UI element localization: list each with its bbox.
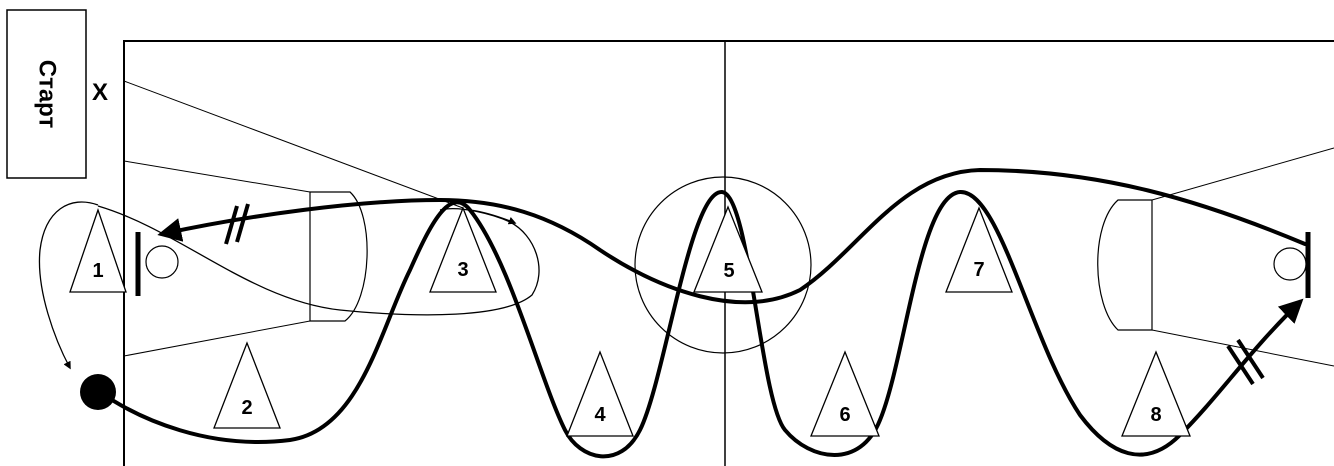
pass-mark-right-1 <box>1226 344 1255 386</box>
cone-3-label: 3 <box>457 259 468 281</box>
cone-6: 6 <box>810 350 880 437</box>
diagonal-line-mid <box>123 160 311 193</box>
cone-2-label: 2 <box>241 397 252 419</box>
pass-mark-left-2 <box>235 203 250 243</box>
thin-route-cone-1 <box>38 201 99 370</box>
pass-mark-right-2 <box>1236 338 1265 380</box>
cone-4: 4 <box>566 350 634 437</box>
center-circle <box>634 176 812 354</box>
diagonal-line-right-upper <box>1151 147 1334 201</box>
thin-route-cone-3-arrow <box>469 209 517 225</box>
cone-5-label: 5 <box>723 260 734 282</box>
cone-6-label: 6 <box>839 404 850 426</box>
puck <box>80 374 116 410</box>
start-box <box>6 9 87 179</box>
right-goal-crease <box>1273 247 1307 281</box>
cone-8: 8 <box>1121 350 1191 437</box>
pass-mark-left-1 <box>224 205 239 245</box>
cone-5: 5 <box>693 205 763 293</box>
cone-3: 3 <box>429 206 497 293</box>
diagonal-line-upper <box>123 80 464 209</box>
rink-boundary <box>123 40 1334 466</box>
start-box-label: Старт <box>34 60 61 129</box>
cone-8-label: 8 <box>1150 404 1161 426</box>
cone-7-label: 7 <box>973 259 984 281</box>
cone-7: 7 <box>945 206 1013 293</box>
right-zone-shape <box>1097 199 1153 331</box>
start-mark: X <box>92 79 108 106</box>
diagonal-line-lower <box>123 320 311 357</box>
passing-route <box>157 167 1307 305</box>
left-zone-shape <box>309 191 368 322</box>
skating-route <box>98 189 1304 459</box>
cone-2: 2 <box>213 341 281 429</box>
left-goal-crease <box>145 245 179 279</box>
cone-4-label: 4 <box>594 404 606 426</box>
cone-1-label: 1 <box>92 260 103 282</box>
cone-1: 1 <box>69 207 127 293</box>
